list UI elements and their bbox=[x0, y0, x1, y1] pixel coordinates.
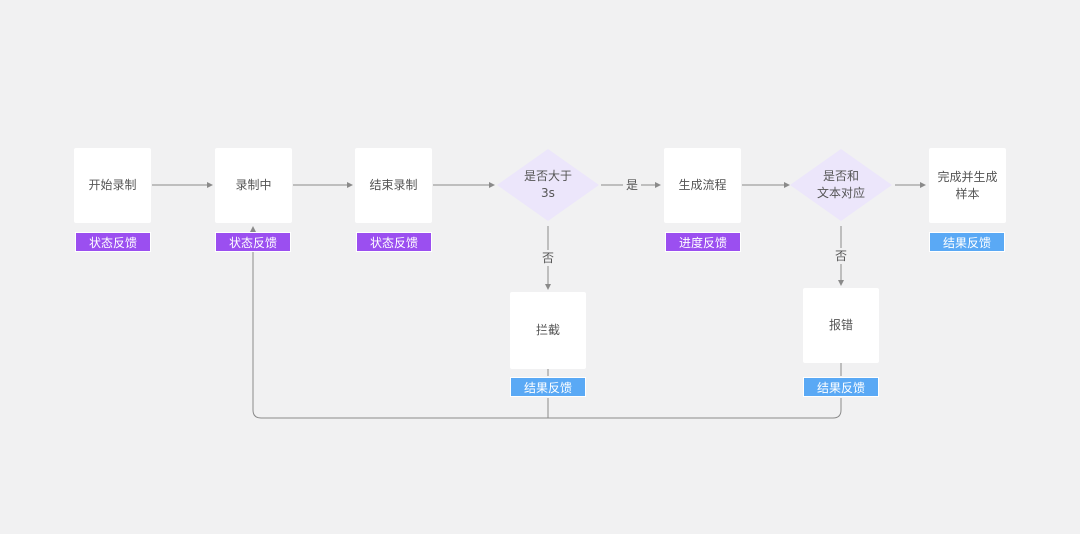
diamond-shape bbox=[790, 149, 892, 221]
decision-duration-over-3s: 是否大于 3s bbox=[496, 148, 600, 222]
edge-label-yes: 是 bbox=[623, 177, 642, 193]
node-complete-sample: 完成并生成 样本 bbox=[929, 148, 1006, 223]
node-intercept: 拦截 bbox=[510, 292, 586, 369]
loop-back-to-recording bbox=[253, 227, 842, 419]
edge-label-no-match: 否 bbox=[832, 248, 851, 264]
edge-label-no-duration: 否 bbox=[539, 250, 558, 266]
tag-progress-feedback: 进度反馈 bbox=[665, 232, 741, 252]
decision-text-match: 是否和 文本对应 bbox=[789, 148, 893, 222]
tag-result-feedback: 结果反馈 bbox=[803, 377, 879, 397]
node-start-recording: 开始录制 bbox=[74, 148, 151, 223]
tag-result-feedback: 结果反馈 bbox=[510, 377, 586, 397]
tag-status-feedback: 状态反馈 bbox=[356, 232, 432, 252]
node-recording: 录制中 bbox=[215, 148, 292, 223]
node-generate-flow: 生成流程 bbox=[664, 148, 741, 223]
node-error: 报错 bbox=[803, 288, 879, 363]
tag-status-feedback: 状态反馈 bbox=[215, 232, 291, 252]
node-end-recording: 结束录制 bbox=[355, 148, 432, 223]
tag-result-feedback: 结果反馈 bbox=[929, 232, 1005, 252]
tag-status-feedback: 状态反馈 bbox=[75, 232, 151, 252]
diamond-shape bbox=[497, 149, 599, 221]
